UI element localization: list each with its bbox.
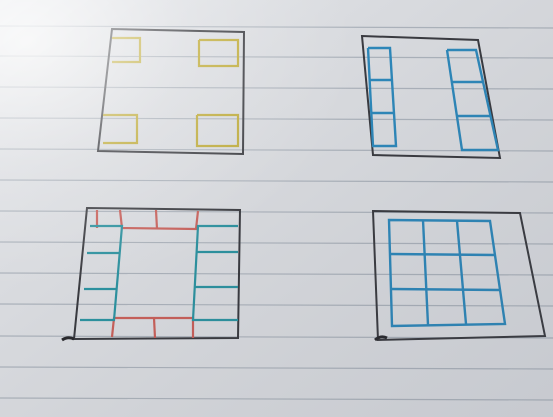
- shadow-overlay: [0, 0, 553, 417]
- notebook-photo: [0, 0, 553, 417]
